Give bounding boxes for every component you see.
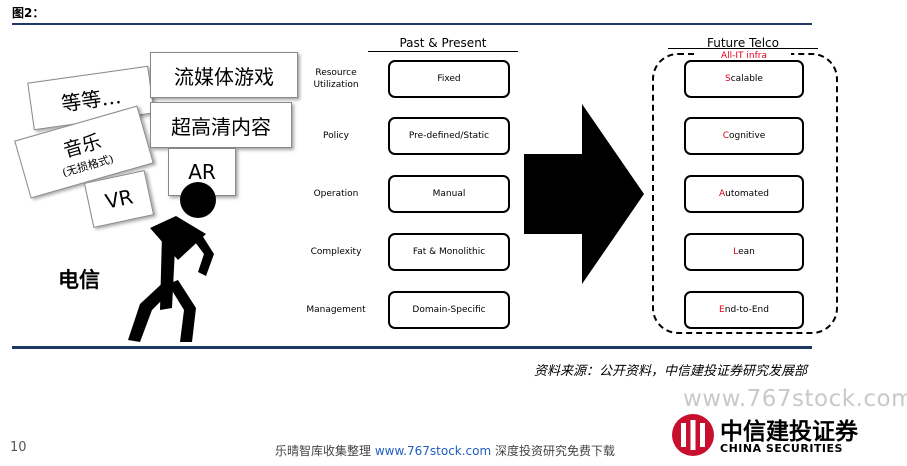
transition-arrow-icon bbox=[524, 104, 644, 284]
bottom-rule bbox=[12, 346, 812, 349]
row-label-operation: Operation bbox=[313, 189, 359, 199]
future-first-letter: C bbox=[722, 131, 729, 141]
footer-suffix: 深度投资研究免费下载 bbox=[491, 444, 616, 458]
future-header-line bbox=[668, 48, 818, 49]
footer-prefix: 乐晴智库收集整理 bbox=[275, 444, 375, 458]
past-header: Past & Present bbox=[399, 36, 487, 50]
row-label-text: Resource Utilization bbox=[313, 68, 359, 90]
card-chaogaoqing: 超高清内容 bbox=[150, 102, 292, 148]
row-label-policy: Policy bbox=[323, 131, 349, 141]
future-rest: ognitive bbox=[728, 131, 766, 141]
top-rule bbox=[12, 23, 812, 25]
row-label-complexity: Complexity bbox=[310, 247, 362, 257]
burden-illustration: 等等… 流媒体游戏 音乐 (无损格式) 超高清内容 VR AR 电信 bbox=[0, 28, 300, 348]
stooped-figure-icon bbox=[128, 182, 216, 342]
china-securities-logo-icon bbox=[672, 414, 714, 456]
figure-label: 图2： bbox=[12, 6, 45, 20]
footer-url-link[interactable]: www.767stock.com bbox=[374, 444, 492, 458]
source-note: 资料来源：公开资料，中信建投证券研究发展部 bbox=[533, 364, 807, 379]
past-box-complexity: Fat & Monolithic bbox=[388, 233, 510, 271]
page-number: 10 bbox=[10, 440, 27, 455]
future-rest: ean bbox=[738, 247, 755, 257]
telecom-label: 电信 bbox=[58, 268, 100, 292]
footer-text: 乐晴智库收集整理 www.767stock.com 深度投资研究免费下载 bbox=[275, 442, 615, 459]
future-rest: nd-to-End bbox=[724, 305, 769, 315]
future-first-letter: L bbox=[733, 247, 739, 257]
future-first-letter: S bbox=[725, 74, 731, 84]
card-liumeiti: 流媒体游戏 bbox=[150, 52, 298, 98]
watermark: www.767stock.com bbox=[683, 386, 907, 412]
logo-english: CHINA SECURITIES bbox=[720, 442, 843, 455]
future-first-letter: E bbox=[719, 305, 725, 315]
past-box-management: Domain-Specific bbox=[388, 291, 510, 329]
future-header: Future Telco bbox=[707, 36, 779, 50]
future-rest: calable bbox=[730, 74, 763, 84]
past-box-policy: Pre-defined/Static bbox=[388, 117, 510, 155]
row-label-resource-utilization: Resource Utilization bbox=[298, 66, 374, 92]
all-it-infra-label: All-IT infra bbox=[697, 50, 791, 62]
row-label-management: Management bbox=[306, 305, 366, 315]
past-box-resource: Fixed bbox=[388, 60, 510, 98]
future-rest: utomated bbox=[725, 189, 769, 199]
logo-chinese: 中信建投证券 bbox=[720, 419, 858, 445]
past-header-line bbox=[368, 51, 518, 52]
past-box-operation: Manual bbox=[388, 175, 510, 213]
future-first-letter: A bbox=[719, 189, 726, 199]
